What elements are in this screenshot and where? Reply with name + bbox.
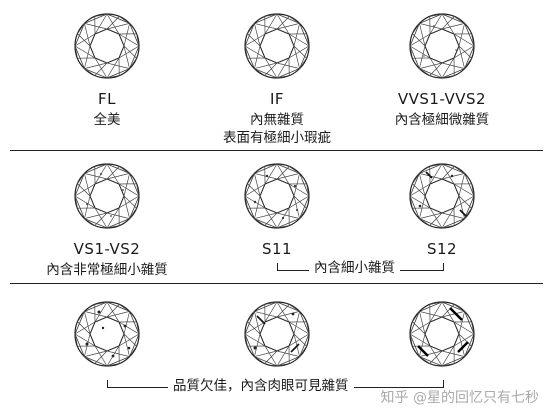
diamond-i3-icon	[408, 300, 476, 368]
grade-desc-vs: 內含非常極細小雜質	[46, 262, 168, 278]
divider-line	[10, 150, 543, 151]
grade-code-fl: FL	[98, 90, 116, 108]
diamond-si2-icon	[408, 162, 476, 230]
grade-code-if: IF	[269, 90, 285, 108]
diamond-i1-icon	[73, 300, 141, 368]
diamond-i2-icon	[243, 300, 311, 368]
grade-code-si1: S11	[261, 240, 293, 258]
grade-desc2-if: 表面有極細小瑕疵	[223, 130, 331, 146]
grade-code-si2: S12	[426, 240, 458, 258]
diamond-si1-icon	[243, 162, 311, 230]
grade-code-vs: VS1-VS2	[73, 240, 141, 258]
grade-code-vvs: VVS1-VVS2	[397, 90, 487, 108]
watermark-text: 知乎 @星的回忆只有七秒	[380, 390, 539, 406]
diamond-vs-icon	[73, 162, 141, 230]
diamond-if-icon	[243, 12, 311, 80]
group-label-i: 品質欠佳，內含肉眼可見雜質	[168, 374, 354, 394]
diamond-fl-icon	[73, 12, 141, 80]
group-label-si: 內含細小雜質	[309, 256, 400, 276]
diamond-vvs-icon	[408, 12, 476, 80]
grade-desc-vvs: 內含極細微雜質	[394, 112, 490, 128]
divider-line	[10, 283, 543, 284]
grade-desc-fl: 全美	[93, 112, 121, 128]
grade-desc-if: 內無雜質	[250, 112, 304, 128]
